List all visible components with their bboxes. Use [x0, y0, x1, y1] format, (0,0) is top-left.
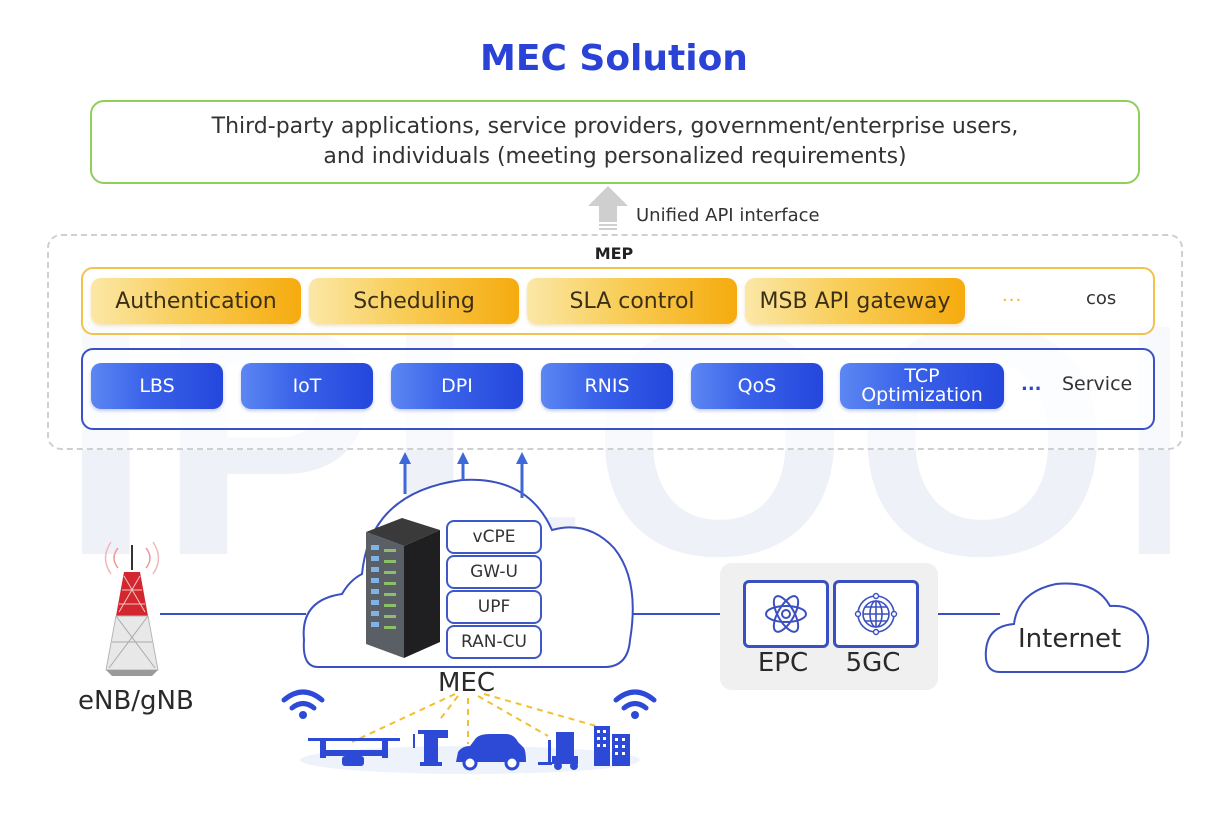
service-label: Service — [1062, 373, 1133, 395]
top-box-line-2: and individuals (meeting personalized re… — [323, 144, 907, 169]
service-item-qos[interactable]: QoS — [691, 363, 823, 409]
epc-box[interactable] — [743, 580, 829, 648]
tcp-label-line-2: Optimization — [861, 384, 983, 406]
mec-function-ran-cu[interactable]: RAN-CU — [446, 625, 542, 659]
wifi-icon-dot — [299, 711, 307, 719]
service-item-label: LBS — [139, 374, 175, 397]
tcp-label-line-1: TCP — [904, 365, 940, 387]
top-box-line-1: Third-party applications, service provid… — [211, 114, 1019, 139]
unified-api-label: Unified API interface — [636, 205, 820, 226]
cos-item-sla-control[interactable]: SLA control — [527, 278, 737, 324]
wifi-icon — [281, 689, 325, 711]
cos-item-authentication[interactable]: Authentication — [91, 278, 301, 324]
forklift-icon — [538, 732, 578, 770]
internet-label: Internet — [1018, 624, 1122, 654]
service-item-tcp-optimization[interactable]: TCP Optimization — [840, 363, 1004, 409]
mec-label: MEC — [438, 668, 496, 698]
cos-item-msb-api-gateway[interactable]: MSB API gateway — [745, 278, 965, 324]
car-icon — [456, 734, 526, 771]
crane-icon — [413, 730, 448, 766]
service-item-label: RNIS — [584, 374, 630, 397]
service-item-rnis[interactable]: RNIS — [541, 363, 673, 409]
mep-label: MEP — [594, 244, 634, 263]
enb-gnb-label: eNB/gNB — [78, 686, 194, 716]
wifi-icon — [613, 689, 657, 711]
mec-function-upf[interactable]: UPF — [446, 590, 542, 624]
third-party-users-box: Third-party applications, service provid… — [90, 100, 1140, 184]
drone-icon — [308, 738, 400, 766]
service-item-iot[interactable]: IoT — [241, 363, 373, 409]
mec-function-vcpe[interactable]: vCPE — [446, 520, 542, 554]
page-title: MEC Solution — [480, 38, 748, 79]
api-up-arrow-icon — [588, 186, 628, 230]
internet-cloud-icon — [984, 582, 1150, 673]
globe-icon — [854, 592, 898, 636]
cos-label: cos — [1086, 288, 1117, 309]
5gc-box[interactable] — [833, 580, 919, 648]
server-rack-icon — [366, 518, 440, 658]
building-icon — [594, 726, 630, 766]
epc-label: EPC — [757, 648, 809, 678]
mec-up-arrows-icon — [399, 452, 528, 498]
cell-tower-icon — [104, 541, 160, 676]
service-item-label: IoT — [292, 374, 322, 397]
mec-function-gw-u[interactable]: GW-U — [446, 555, 542, 589]
service-item-label: DPI — [441, 374, 473, 397]
service-item-lbs[interactable]: LBS — [91, 363, 223, 409]
cos-item-scheduling[interactable]: Scheduling — [309, 278, 519, 324]
5gc-label: 5GC — [845, 648, 901, 678]
cos-ellipsis: ... — [1002, 285, 1023, 306]
service-ellipsis: ... — [1021, 374, 1042, 395]
wifi-icon-dot — [631, 711, 639, 719]
atom-icon — [765, 595, 807, 633]
service-item-label: QoS — [737, 374, 777, 397]
service-item-dpi[interactable]: DPI — [391, 363, 523, 409]
device-links — [351, 693, 597, 744]
